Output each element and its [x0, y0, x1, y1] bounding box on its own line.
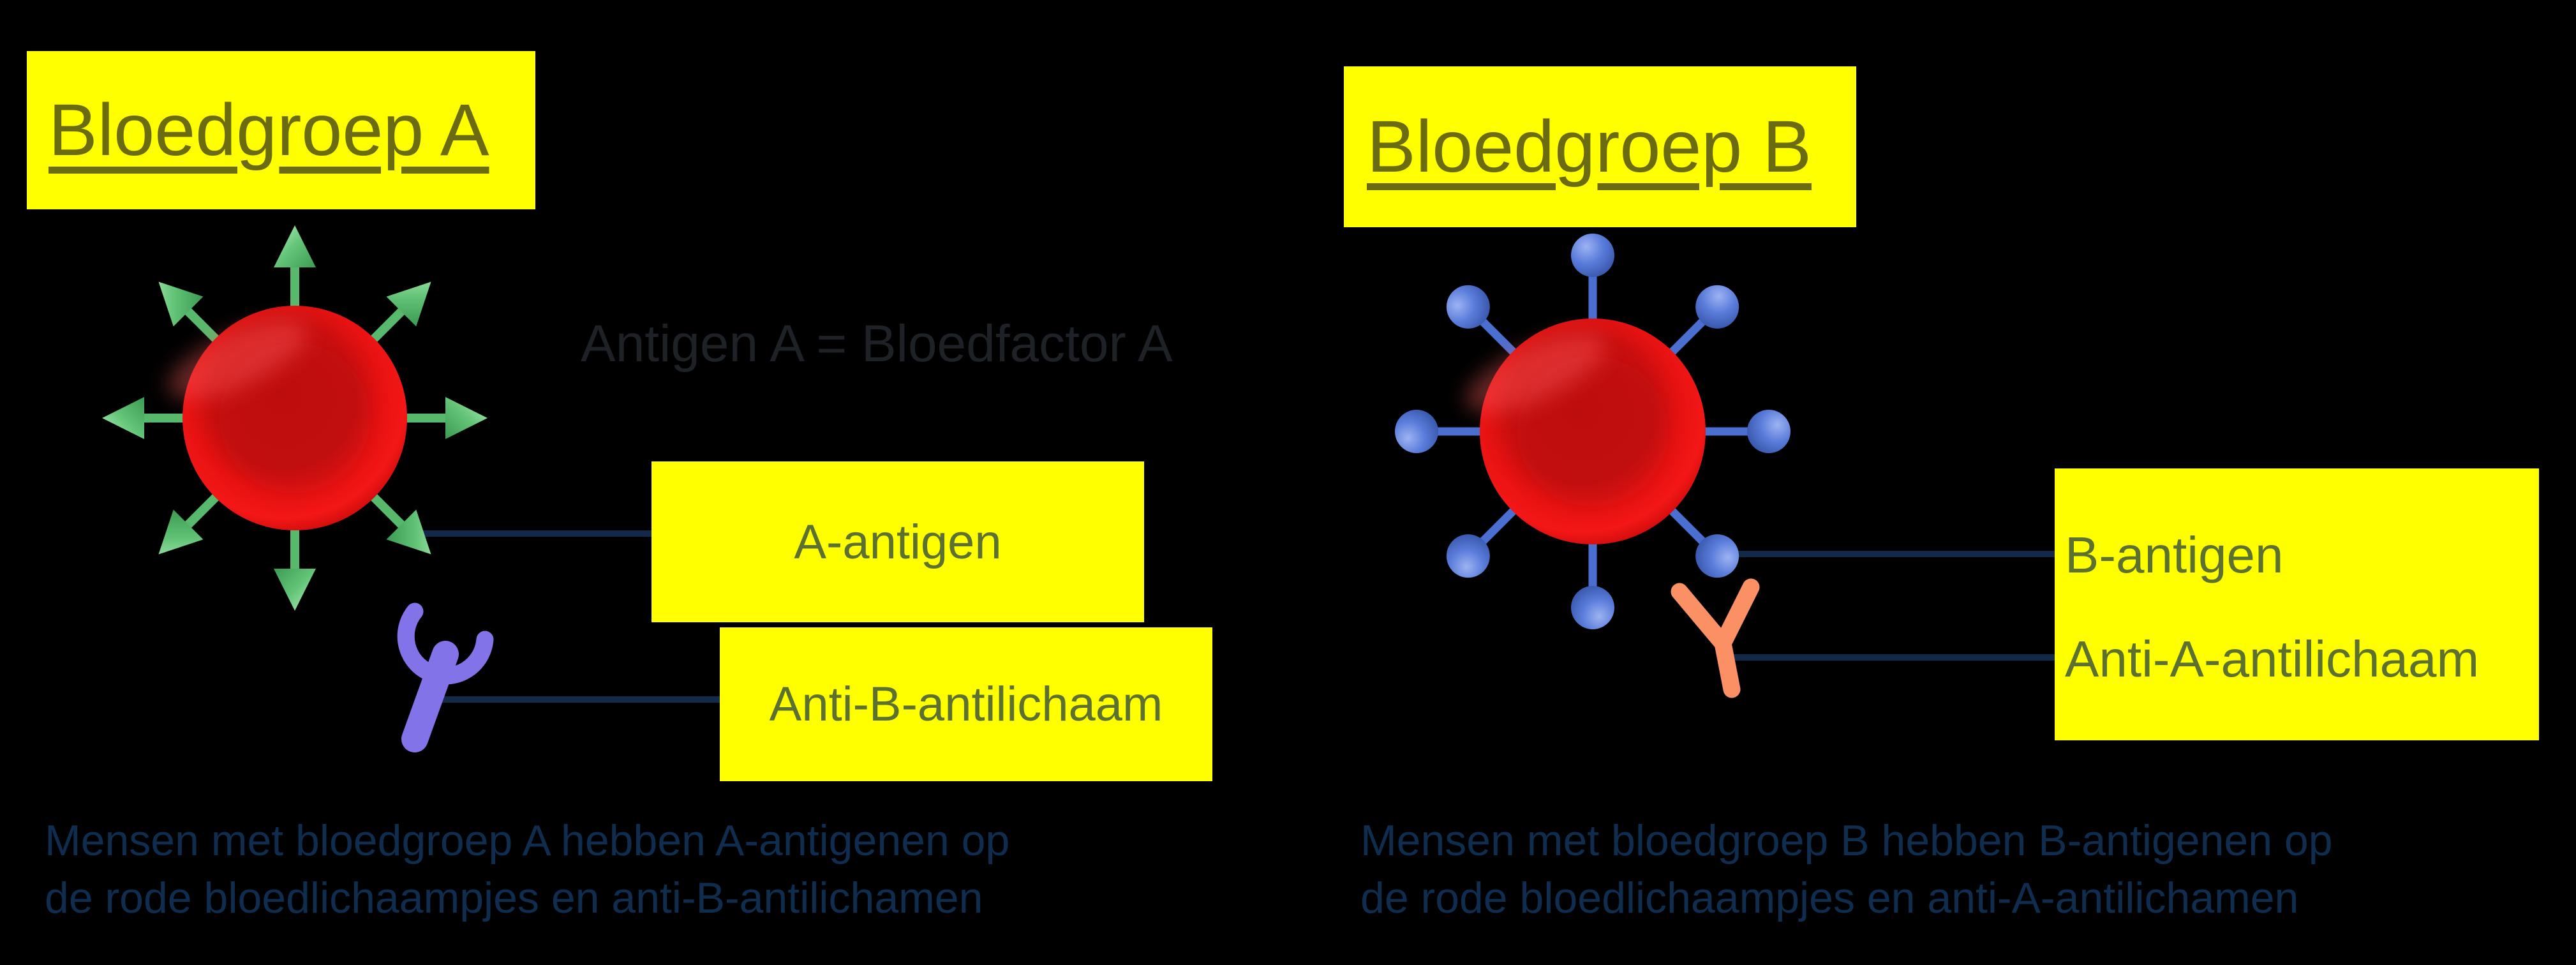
a-antigen-label-box: A-antigen: [651, 461, 1144, 622]
caption-a-line2: de rode bloedlichaampjes en anti-B-antil…: [45, 874, 983, 922]
antigen-arrow-icon: [445, 397, 488, 439]
antigen-arrow-icon: [274, 225, 316, 267]
antigen-arrow-icon: [158, 281, 204, 327]
a-antigen-arrows: [102, 225, 488, 611]
caption-b-line2: de rode bloedlichaampjes en anti-A-antil…: [1360, 874, 2299, 922]
caption-b-line1: Mensen met bloedgroep B hebben B-antigen…: [1360, 816, 2333, 865]
anti-b-antilichaam-label-box: Anti-B-antilichaam: [720, 627, 1212, 781]
anti-b-antibody-icon: [397, 602, 494, 752]
bloedgroep-a-title: Bloedgroep A: [48, 89, 489, 171]
b-antigen-knob-icon: [1695, 534, 1739, 578]
caption-bloedgroep-a: Mensen met bloedgroep A hebben A-antigen…: [45, 812, 1009, 927]
anti-b-antilichaam-label: Anti-B-antilichaam: [769, 677, 1163, 731]
antigen-arrow-icon: [158, 509, 204, 555]
b-antigen-knob-icon: [1695, 285, 1739, 329]
antigen-arrow-icon: [102, 397, 144, 439]
caption-bloedgroep-b: Mensen met bloedgroep B hebben B-antigen…: [1360, 812, 2333, 927]
cell-b-highlight: [1465, 334, 1605, 413]
cell-b-depression: [1517, 356, 1668, 507]
b-labels-box: B-antigen Anti-A-antilichaam: [2055, 468, 2539, 740]
anti-a-antilichaam-label: Anti-A-antilichaam: [2065, 630, 2480, 687]
b-antigen-knob-icon: [1446, 285, 1490, 329]
red-blood-cell-b-group: [1395, 234, 1791, 629]
bloedgroep-b-title-box: Bloedgroep B: [1344, 66, 1856, 227]
b-antigen-knob-icon: [1446, 534, 1490, 578]
b-antigen-label: B-antigen: [2065, 526, 2284, 583]
bloedgroep-a-title-box: Bloedgroep A: [27, 51, 535, 209]
anti-a-antibody-icon: [1671, 578, 1760, 698]
b-antigen-knob-icon: [1395, 410, 1438, 453]
b-antigen-knob-icon: [1571, 586, 1614, 629]
b-antigen-knobs: [1395, 234, 1791, 629]
bloedgroep-b-title: Bloedgroep B: [1367, 106, 1812, 188]
connector-lines: [416, 530, 2055, 703]
cell-a-depression: [220, 343, 370, 493]
caption-a-line1: Mensen met bloedgroep A hebben A-antigen…: [45, 816, 1010, 865]
antigen-arrow-icon: [386, 509, 431, 555]
red-blood-cell-a-group: [102, 225, 488, 611]
antigen-arrow-icon: [274, 569, 316, 611]
b-antigen-knob-icon: [1747, 410, 1791, 453]
a-antigen-label: A-antigen: [794, 514, 1002, 569]
antigen-arrow-icon: [386, 281, 431, 327]
cell-a-highlight: [167, 320, 308, 400]
antigen-bloedfactor-note: Antigen A = Bloedfactor A: [581, 315, 1173, 373]
b-antigen-knob-icon: [1571, 234, 1614, 277]
